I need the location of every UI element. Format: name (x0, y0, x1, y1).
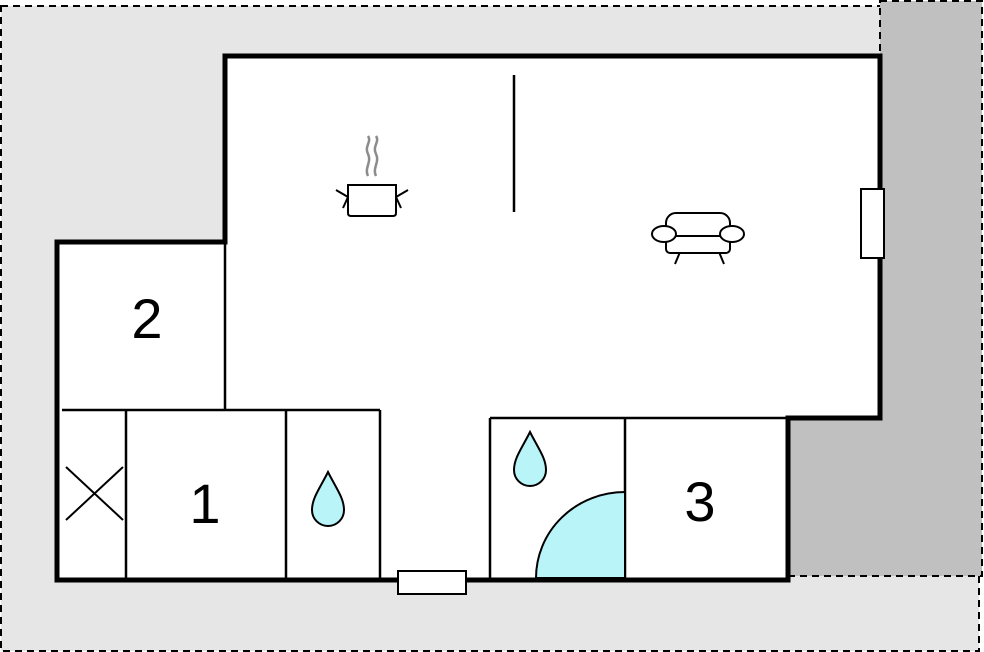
room-label-1: 1 (189, 472, 220, 535)
quarter-circle-shower-icon (534, 490, 626, 579)
armchair-icon (651, 212, 745, 265)
cross-icon (65, 466, 124, 521)
water-drop-icon (512, 429, 548, 487)
door-icon (397, 570, 467, 595)
room-label-2: 2 (131, 287, 162, 350)
water-drop-icon (310, 469, 346, 527)
window-icon (860, 188, 885, 259)
house-outline (54, 53, 883, 583)
cooking-pot-icon (335, 135, 409, 217)
room-label-3: 3 (684, 470, 715, 533)
